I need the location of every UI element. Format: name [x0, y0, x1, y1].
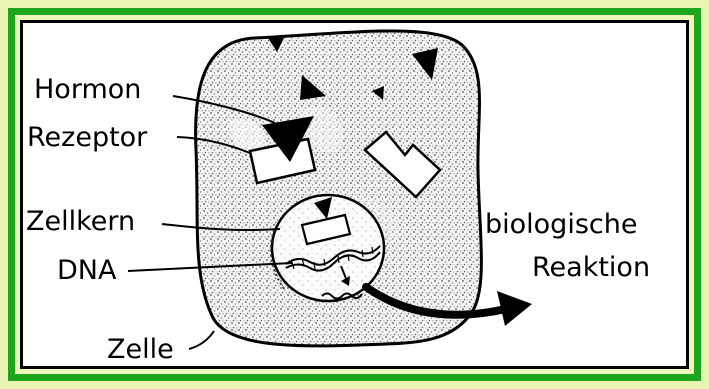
label-hormon: Hormon	[34, 76, 141, 103]
label-reaktion-line2: Reaktion	[532, 254, 650, 281]
label-dna: DNA	[57, 257, 116, 284]
leader-zelle	[189, 331, 214, 349]
label-zellkern: Zellkern	[26, 208, 135, 235]
label-rezeptor: Rezeptor	[27, 124, 147, 151]
label-reaktion-line1: biologische	[485, 211, 637, 238]
label-zelle: Zelle	[107, 336, 174, 363]
